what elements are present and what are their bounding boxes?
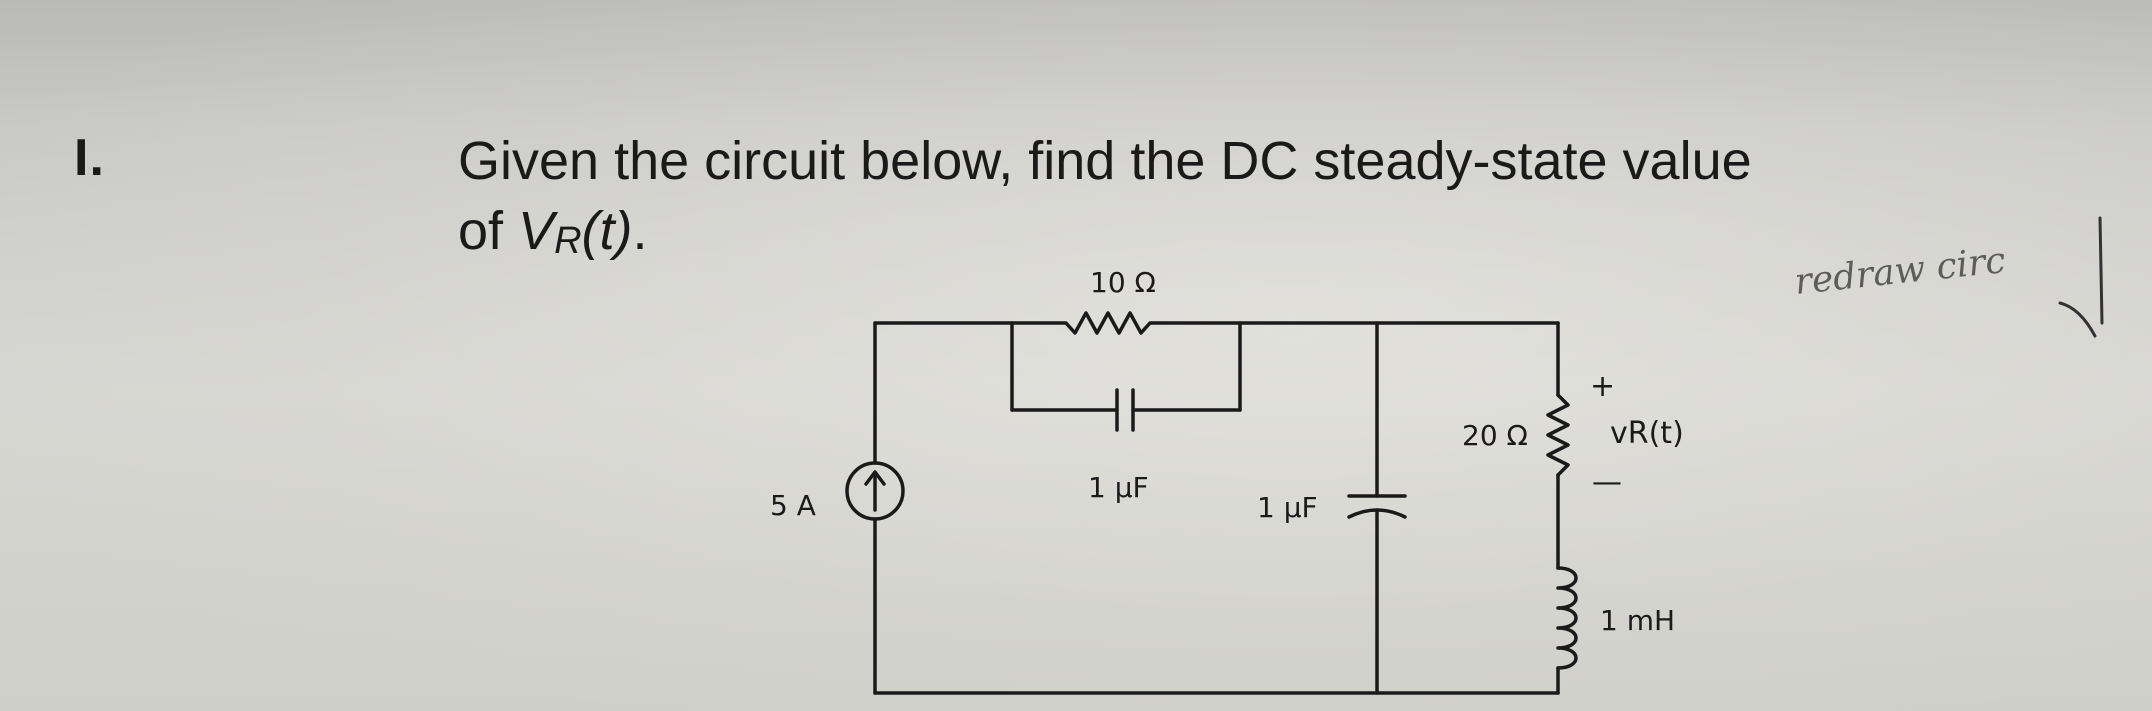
question-line-1: Given the circuit below, find the DC ste… <box>458 131 1752 191</box>
source-label: 5 A <box>770 489 816 522</box>
inductor-coils <box>1556 566 1578 670</box>
resistor-20-zigzag <box>1546 393 1570 477</box>
question-line-2-suffix: . <box>632 201 648 261</box>
cap-parallel-label: 1 µF <box>1088 471 1149 504</box>
current-source-arrow <box>864 470 886 512</box>
handwriting-stroke <box>2058 216 2104 338</box>
inductor-label: 1 mH <box>1600 604 1675 637</box>
vr-plus-label: + <box>1590 369 1615 404</box>
question-number: I. <box>74 129 105 187</box>
resistor-10-zigzag <box>1010 311 1242 335</box>
resistor-20-label: 20 Ω <box>1462 419 1528 452</box>
cap-shunt-label: 1 µF <box>1257 491 1318 524</box>
resistor-10-label: 10 Ω <box>1090 266 1156 299</box>
vr-minus-label: — <box>1592 465 1622 500</box>
vr-variable: VR(t) <box>518 201 633 262</box>
handwritten-note: redraw circ <box>1793 216 2104 338</box>
question-text: Given the circuit below, find the DC ste… <box>458 126 2018 276</box>
vr-label: vR(t) <box>1610 416 1684 451</box>
question-line-2-prefix: of <box>458 201 519 261</box>
handwriting-text: redraw circ <box>1793 240 2008 303</box>
